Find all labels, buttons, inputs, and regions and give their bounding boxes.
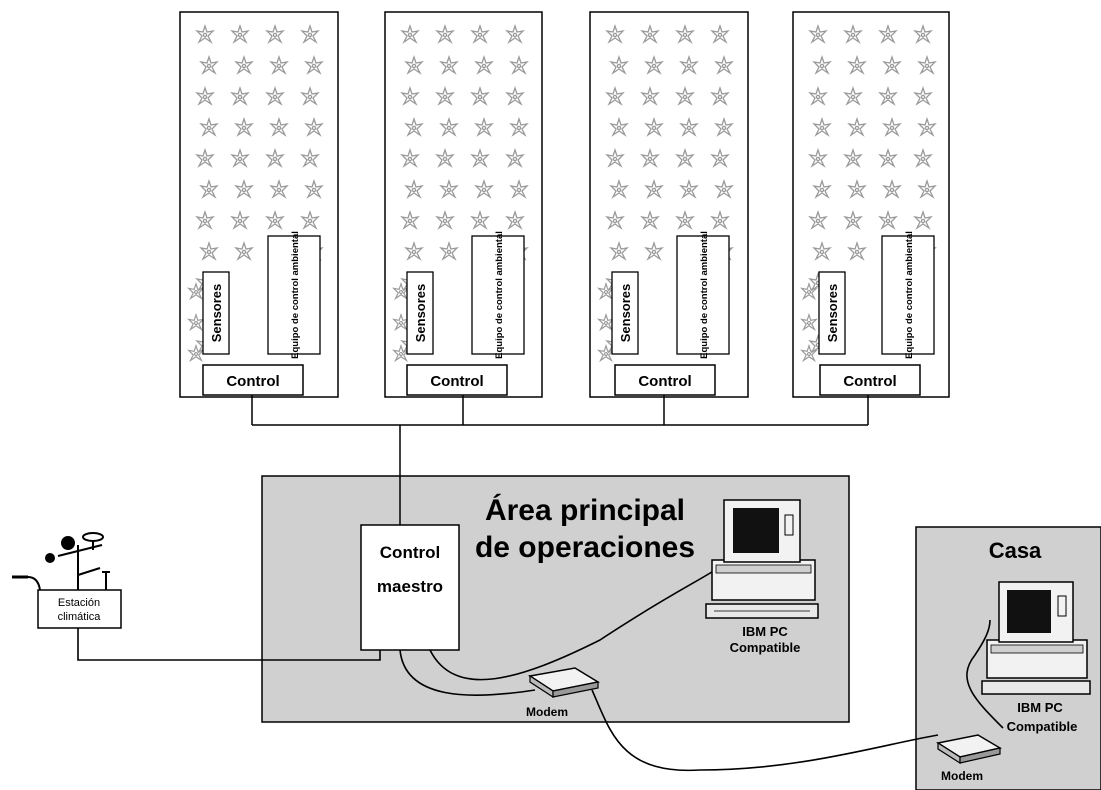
- equipment-box: [471, 235, 525, 355]
- equipment-box: [267, 235, 321, 355]
- weather-station-line1: Estación: [58, 597, 100, 609]
- equipment-label: Equipo de control ambiental: [904, 231, 915, 359]
- main-modem-icon: [528, 667, 601, 699]
- control-box: [406, 364, 508, 396]
- equipment-box: [676, 235, 730, 355]
- main-modem-label: Modem: [526, 705, 568, 719]
- equipment-box: [881, 235, 935, 355]
- weather-station-icon: [12, 532, 110, 591]
- home-title: Casa: [989, 538, 1042, 563]
- home-pc-line1: IBM PC: [1017, 700, 1063, 715]
- greenhouses: Sensores Equipo de control ambientalContr…: [179, 11, 950, 398]
- control-bus: [251, 395, 869, 525]
- main-area-title-line2: de operaciones: [475, 531, 695, 564]
- sensors-label: Sensores: [825, 284, 840, 343]
- control-label: Control: [843, 373, 896, 390]
- weather-station-box: [37, 589, 122, 629]
- sensors-box: [406, 271, 434, 355]
- equipment-label: Equipo de control ambiental: [699, 231, 710, 359]
- main-area-title-line1: Área principal: [485, 493, 685, 527]
- sensors-label: Sensores: [413, 284, 428, 343]
- control-box: [819, 364, 921, 396]
- sensors-box: [818, 271, 846, 355]
- control-label: Control: [430, 373, 483, 390]
- main-pc-icon: [705, 499, 819, 619]
- sensors-box: [611, 271, 639, 355]
- greenhouse-4: Sensores Equipo de control ambientalContr…: [792, 11, 950, 398]
- control-box: [614, 364, 716, 396]
- main-pc-line1: IBM PC: [742, 624, 788, 639]
- greenhouse-1: Sensores Equipo de control ambientalContr…: [179, 11, 339, 398]
- master-control-box: [360, 524, 460, 651]
- sensors-label: Sensores: [618, 284, 633, 343]
- greenhouse-3: Sensores Equipo de control ambientalContr…: [589, 11, 749, 398]
- weather-station-line2: climática: [58, 611, 102, 623]
- main-pc-line2: Compatible: [730, 640, 801, 655]
- home-pc-line2: Compatible: [1007, 719, 1078, 734]
- cables: [77, 569, 1004, 772]
- home-modem-icon: [936, 734, 1003, 765]
- control-box: [202, 364, 304, 396]
- master-control-line1: Control: [380, 543, 440, 562]
- sensors-label: Sensores: [209, 284, 224, 343]
- home-modem-label: Modem: [941, 769, 983, 783]
- greenhouse-2: Sensores Equipo de control ambientalContr…: [384, 11, 543, 398]
- master-control-line2: maestro: [377, 577, 443, 596]
- sensors-box: [202, 271, 230, 355]
- control-label: Control: [226, 373, 279, 390]
- equipment-label: Equipo de control ambiental: [290, 231, 301, 359]
- equipment-label: Equipo de control ambiental: [494, 231, 505, 359]
- control-label: Control: [638, 373, 691, 390]
- home-pc-icon: [981, 581, 1091, 695]
